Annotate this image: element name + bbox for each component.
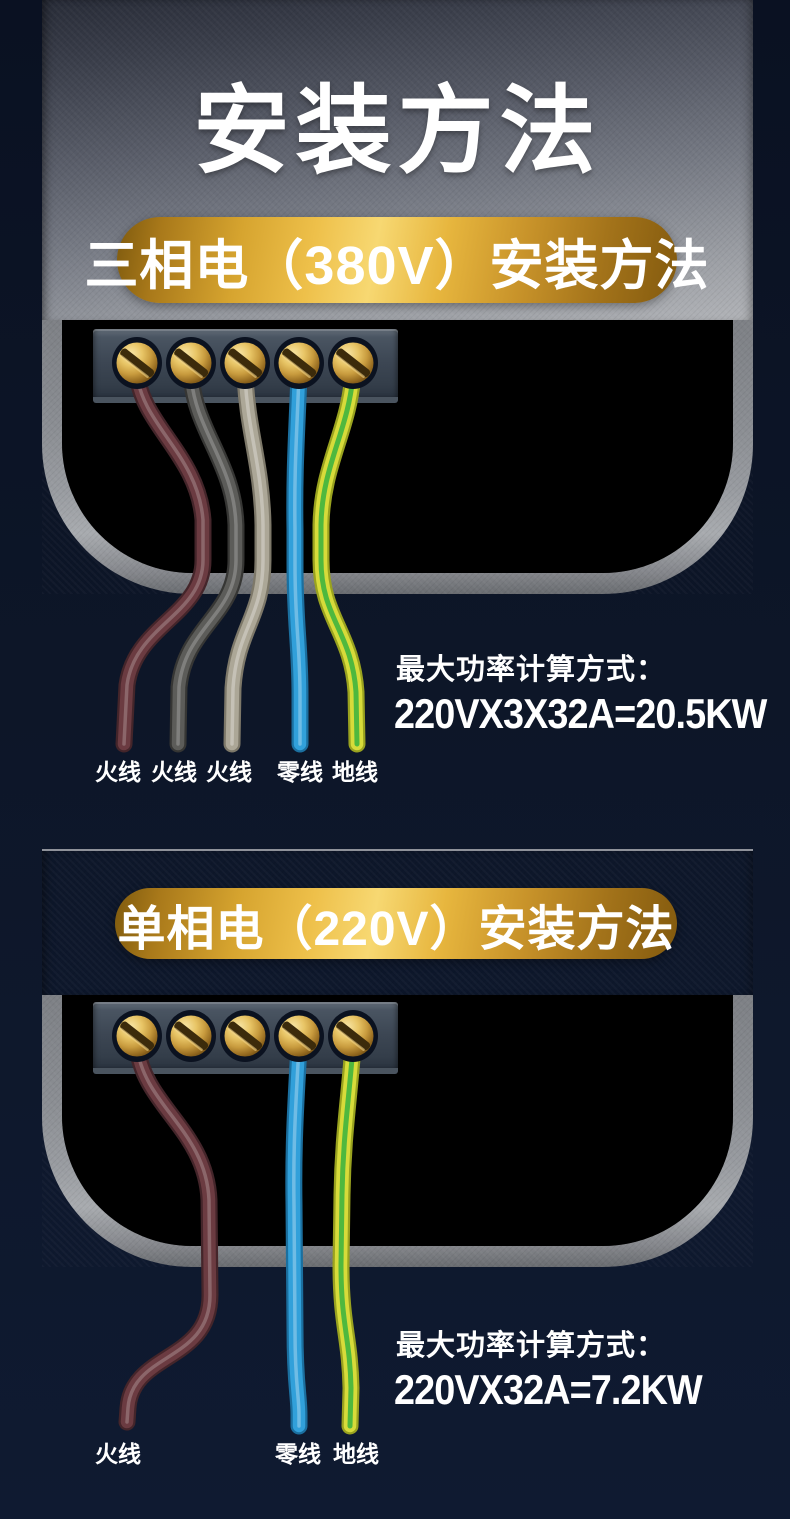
power-formula-220v: 220VX32A=7.2KW bbox=[394, 1366, 703, 1413]
terminal-block-220v bbox=[93, 1002, 398, 1074]
badge-220v-label: 单相电（220V）安装方法 bbox=[117, 902, 675, 956]
wire-label-live: 火线 bbox=[95, 1441, 141, 1467]
power-calc-label-380v: 最大功率计算方式： bbox=[396, 654, 667, 686]
power-calc-label-220v: 最大功率计算方式： bbox=[396, 1330, 667, 1362]
badge-380v: 三相电（380V）安装方法 bbox=[84, 217, 709, 303]
wire-label-live-1: 火线 bbox=[95, 759, 141, 785]
page-title: 安装方法 bbox=[193, 78, 602, 185]
wire-label-live-2: 火线 bbox=[151, 759, 197, 785]
wire-label-neutral: 零线 bbox=[275, 1441, 321, 1467]
badge-380v-label: 三相电（380V）安装方法 bbox=[84, 235, 710, 296]
wire-label-live-3: 火线 bbox=[206, 759, 252, 785]
badge-220v: 单相电（220V）安装方法 bbox=[115, 888, 677, 959]
wire-label-ground: 地线 bbox=[332, 759, 378, 785]
terminal-block-380v bbox=[93, 329, 398, 403]
wire-label-ground: 地线 bbox=[333, 1441, 379, 1467]
wire-label-neutral: 零线 bbox=[277, 759, 323, 785]
power-formula-380v: 220VX3X32A=20.5KW bbox=[394, 690, 767, 737]
